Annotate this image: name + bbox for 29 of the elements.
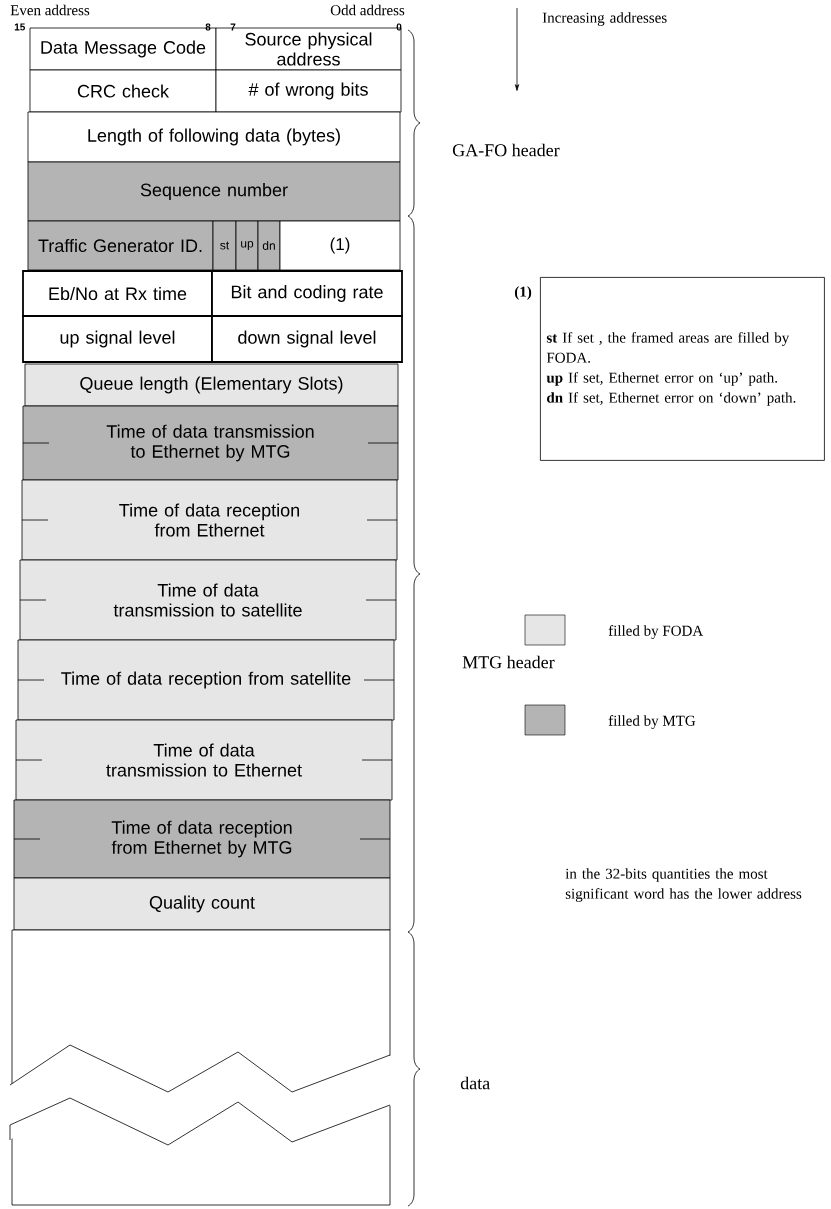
field-cell: Quality count (13, 877, 391, 931)
note-box: st If set , the framed areas are filled by FODA. up If set, Ethernet error on ‘up’ path. dn If set, Ethernet error on ‘down’ path. (540, 277, 825, 461)
field-cell: Time of data transmission to Ethernet by MTG (22, 405, 399, 481)
field-cell: st (212, 220, 237, 271)
field-cell: Bit and coding rate (211, 270, 403, 317)
field-cell: Time of data reception from satellite (17, 639, 395, 721)
field-cell: up signal level (22, 315, 213, 363)
footnote-mark: (1) (514, 286, 532, 300)
field-cell: up (235, 220, 259, 271)
field-cell: Queue length (Elementary Slots) (24, 363, 399, 407)
field-cell: Time of data reception from Ethernet by MTG (13, 799, 391, 879)
brace-label: data (460, 1076, 490, 1090)
field-cell: # of wrong bits (215, 69, 402, 113)
field-cell: dn (257, 220, 281, 271)
field-cell: (1) (279, 220, 401, 271)
field-cell: Time of data transmission to satellite (19, 559, 397, 641)
note-text: in the 32-bits quantities the most significant word has the lower address (565, 868, 802, 902)
direction-label: Increasing addresses (542, 12, 667, 26)
legend-label: filled by FODA (608, 625, 704, 639)
bit-number: 15 (14, 23, 26, 31)
field-cell: Eb/No at Rx time (22, 270, 213, 317)
brace-label: MTG header (462, 655, 555, 669)
brace-label: GA-FO header (452, 143, 560, 157)
field-cell: CRC check (29, 69, 217, 113)
field-cell: down signal level (211, 315, 403, 363)
column-label: Even address (10, 4, 90, 16)
field-cell: Time of data reception from Ethernet (21, 479, 398, 561)
field-cell: Time of data transmission to Ethernet (15, 719, 393, 801)
legend-label: filled by MTG (608, 715, 696, 729)
